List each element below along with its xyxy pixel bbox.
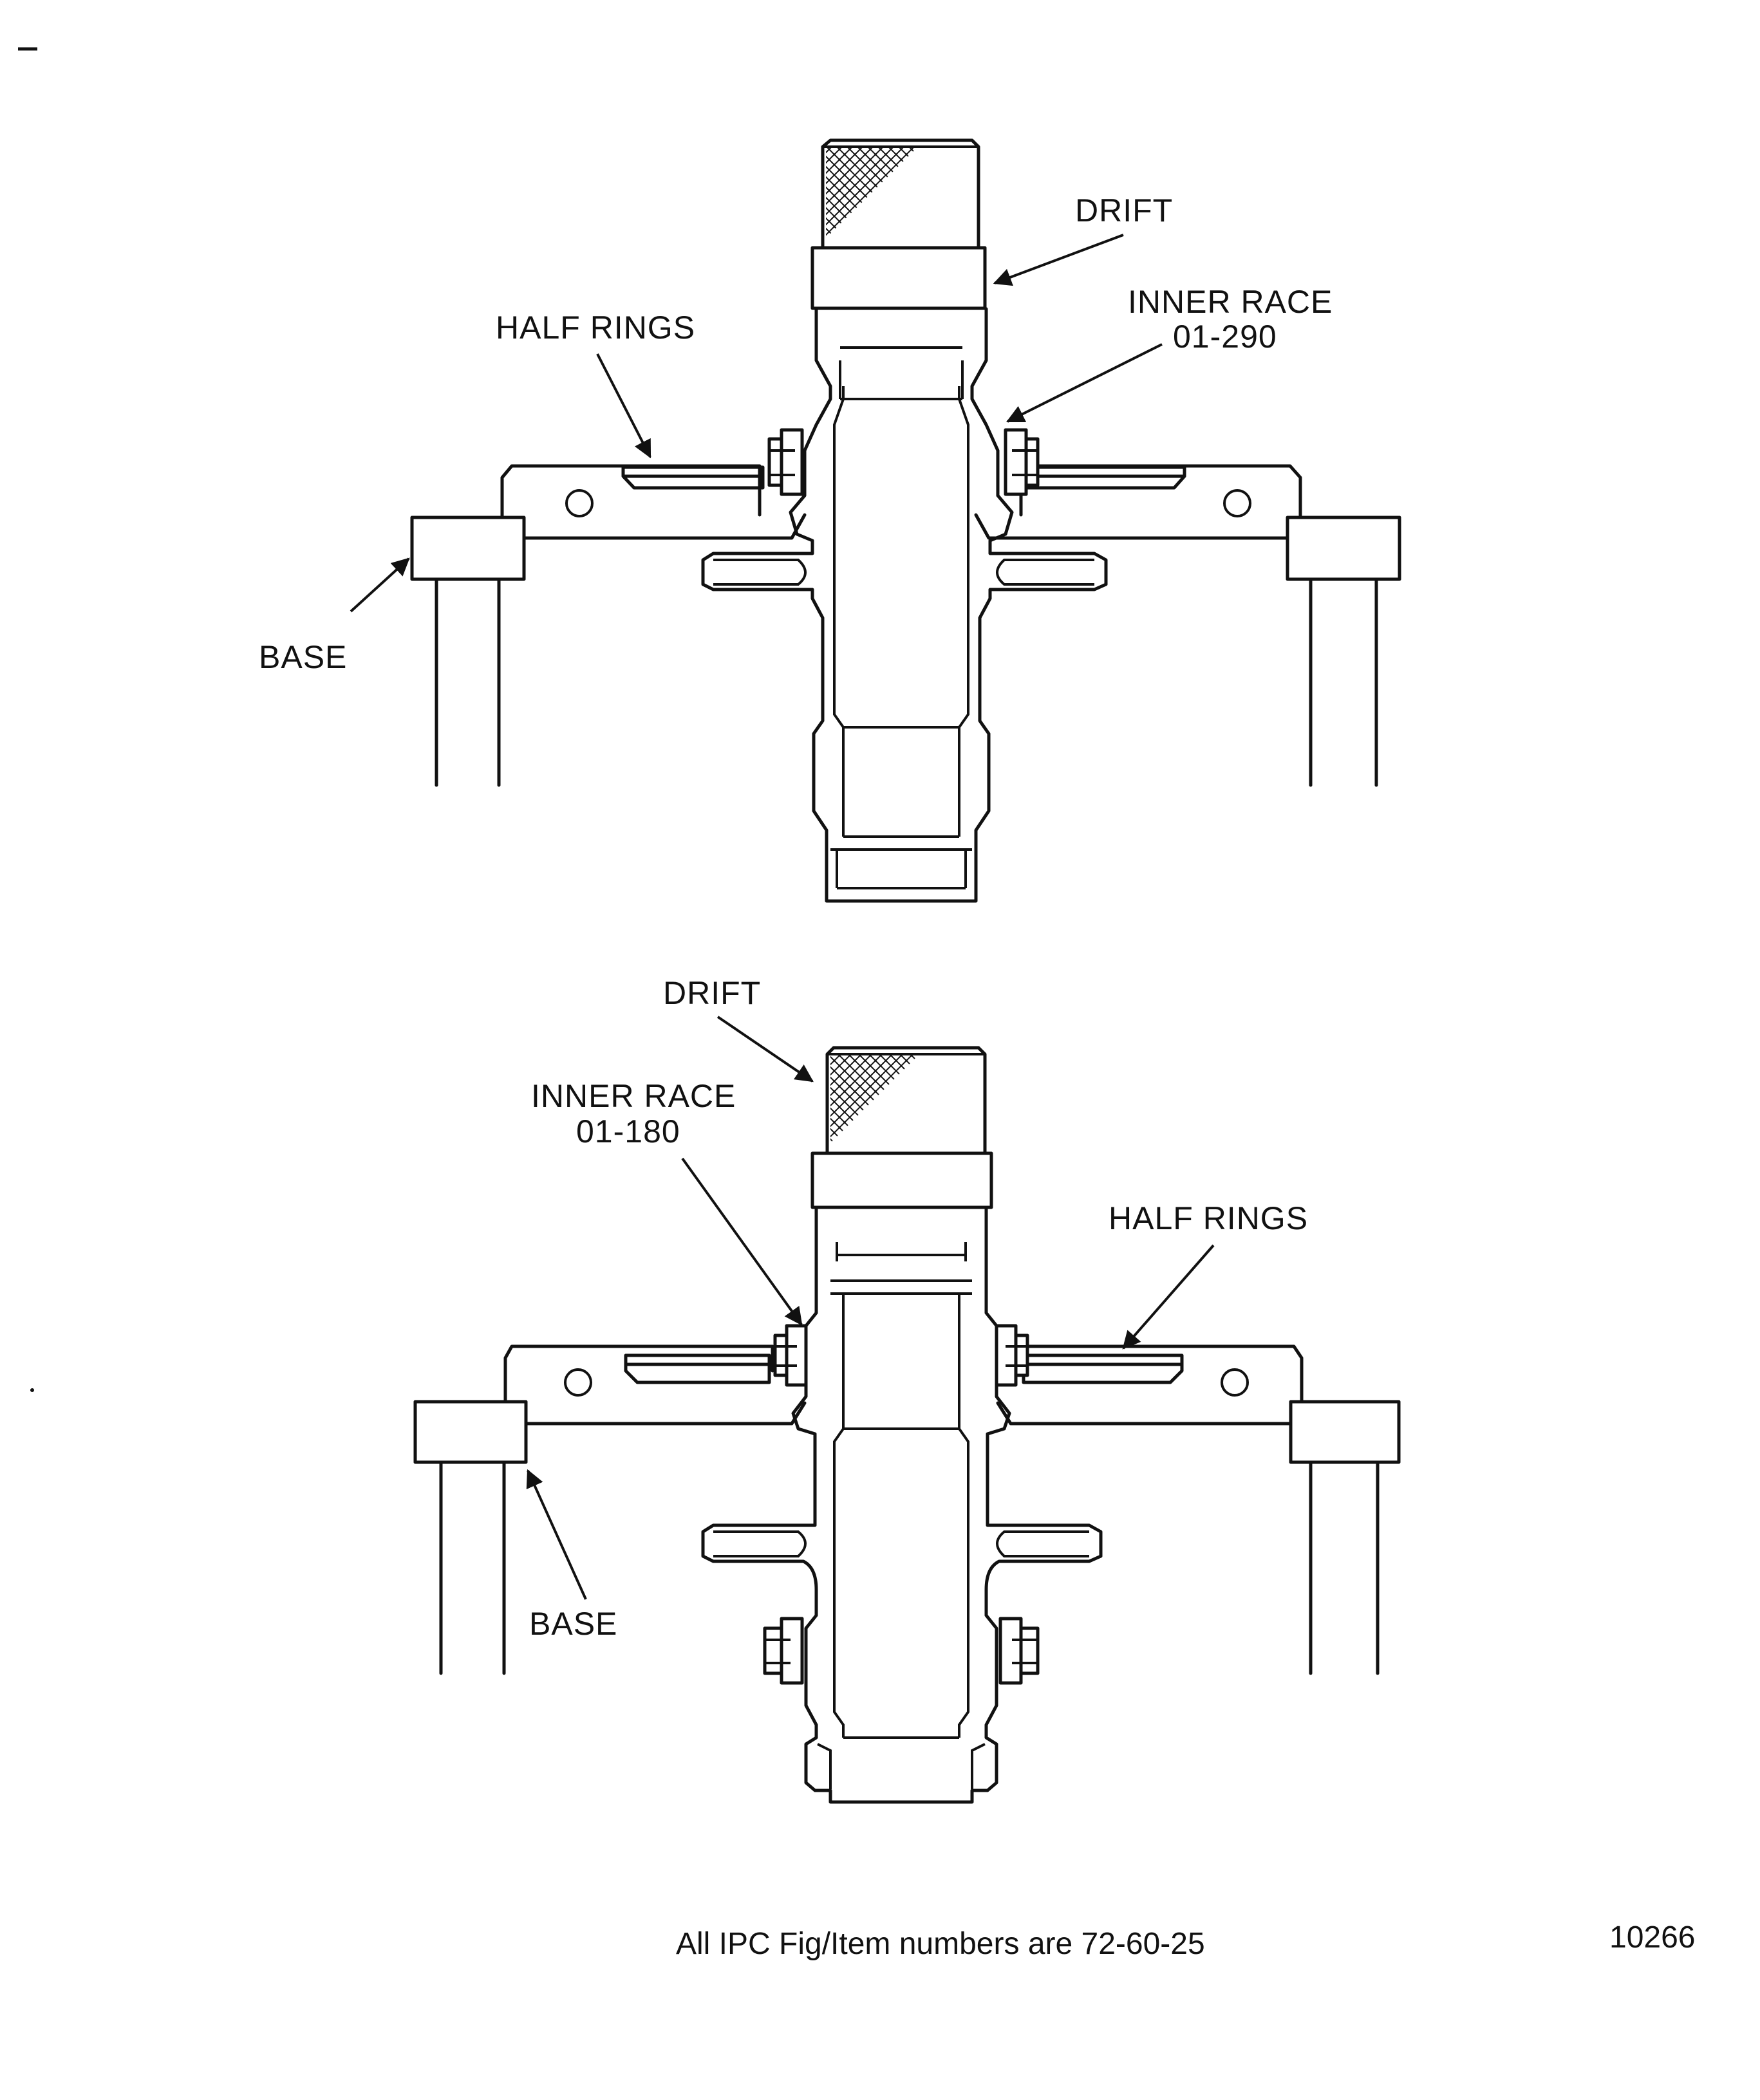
bottom-assembly: DRIFT INNER RACE 01-180 HALF RINGS BASE — [413, 975, 1401, 1804]
base-plate-bottom — [503, 1344, 1304, 1426]
shaft-body-bottom — [701, 1205, 1103, 1804]
half-rings-top-leader — [596, 353, 651, 459]
base-label-top: BASE — [259, 639, 347, 675]
inner-race-left-bottom — [773, 1324, 808, 1387]
half-rings-label-bottom: HALF RINGS — [1109, 1200, 1308, 1236]
drift-bottom — [810, 1046, 993, 1209]
inner-race-left — [767, 428, 804, 496]
lower-race-right-bottom — [998, 1617, 1040, 1685]
half-ring-right — [1018, 465, 1186, 490]
base-right-leg — [1286, 516, 1401, 787]
base-bottom-leader — [526, 1469, 587, 1600]
lower-race-left-bottom — [763, 1617, 804, 1685]
base-hole-right — [1223, 489, 1251, 517]
base-hole-left — [565, 489, 594, 517]
figure-number: 10266 — [1609, 1920, 1695, 1955]
inner-race-right — [1004, 428, 1040, 496]
shaft-body — [701, 307, 1108, 903]
inner-race-right-bottom — [995, 1324, 1029, 1387]
half-rings-label-top: HALF RINGS — [496, 310, 695, 346]
base-plate — [500, 464, 1302, 540]
drift-top-leader — [993, 234, 1124, 286]
ipc-caption: All IPC Fig/Item numbers are 72-60-25 — [676, 1927, 1205, 1961]
base-top-leader — [350, 557, 410, 613]
inner-race-label-bottom: INNER RACE — [531, 1078, 736, 1114]
inner-race-top-leader — [1006, 343, 1163, 423]
inner-race-item-bottom: 01-180 — [576, 1113, 680, 1149]
base-left-leg-bottom — [413, 1400, 528, 1675]
drift-label-top: DRIFT — [1075, 192, 1173, 228]
drift-label-bottom: DRIFT — [663, 975, 761, 1011]
inner-race-bottom-leader — [681, 1157, 803, 1326]
inner-race-item-top: 01-290 — [1173, 319, 1277, 355]
base-label-bottom: BASE — [529, 1606, 617, 1642]
base-left-leg — [410, 516, 526, 787]
half-rings-bottom-leader — [1122, 1244, 1215, 1350]
top-assembly: DRIFT INNER RACE 01-290 HALF RINGS BASE — [259, 138, 1401, 903]
drift-top — [810, 138, 987, 310]
half-ring-right-bottom — [1022, 1353, 1184, 1384]
margin-dot — [30, 1388, 34, 1392]
base-hole-right-bottom — [1221, 1368, 1249, 1397]
base-right-leg-bottom — [1289, 1400, 1401, 1675]
inner-race-label-top: INNER RACE — [1128, 284, 1333, 320]
drift-bottom-leader — [716, 1016, 814, 1083]
half-ring-left — [621, 465, 765, 490]
base-hole-left-bottom — [564, 1368, 592, 1397]
half-ring-left-bottom — [624, 1353, 771, 1384]
